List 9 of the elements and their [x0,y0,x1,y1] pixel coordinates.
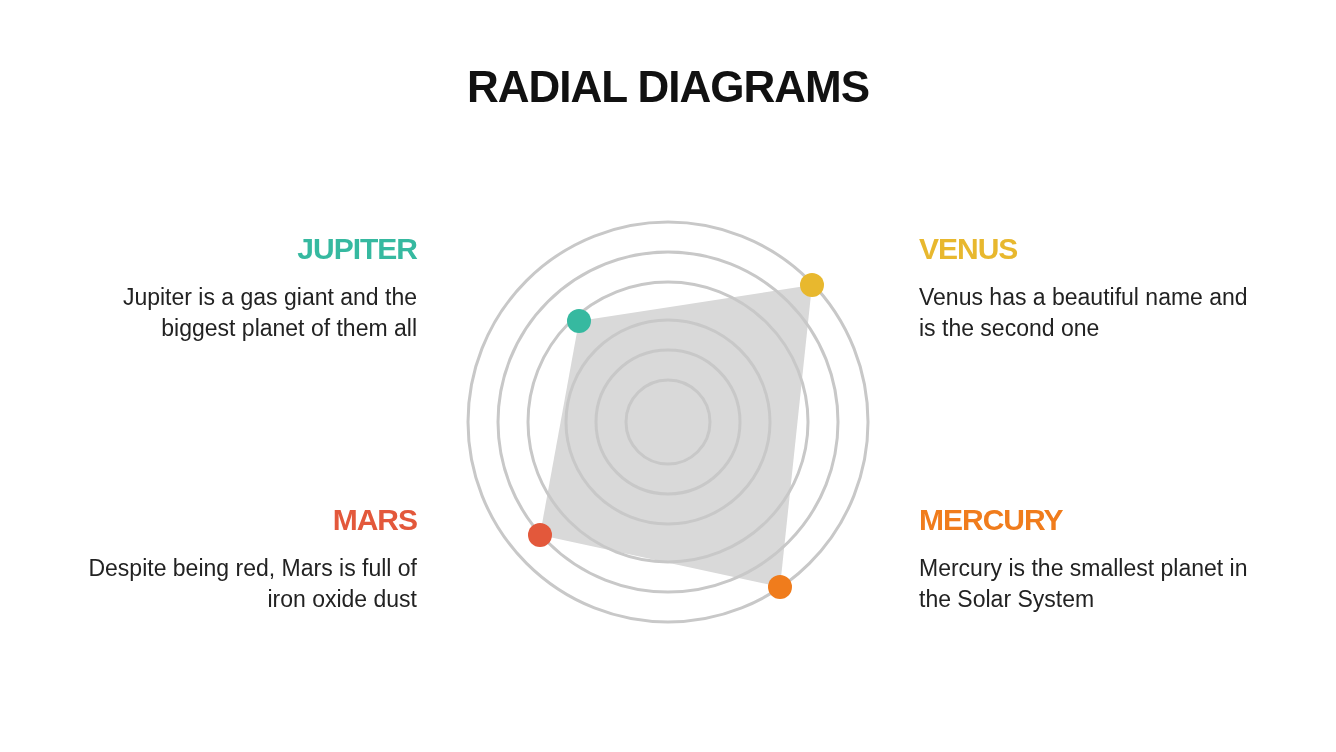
planet-description: Venus has a beautiful name and is the second one [919,283,1249,343]
planet-description: Despite being red, Mars is full of iron oxide dust [87,554,417,614]
planet-heading: JUPITER [297,232,417,266]
planet-description: Mercury is the smallest planet in the Solar System [919,554,1249,614]
planet-heading: MARS [332,503,417,537]
planet-heading: MERCURY [919,503,1063,537]
planet-description: Jupiter is a gas giant and the biggest planet of them all [121,283,417,343]
planet-heading: VENUS [919,232,1018,266]
title: RADIAL DIAGRAMS [465,62,871,112]
